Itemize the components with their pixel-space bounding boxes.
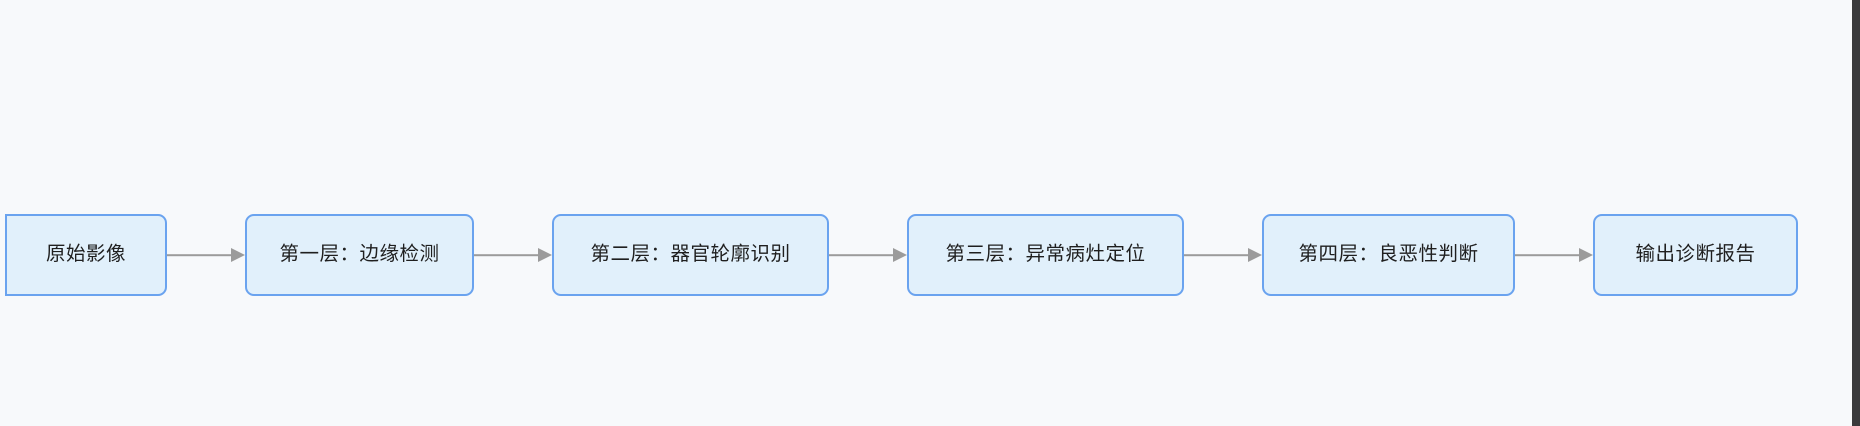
arrow-head-icon (1248, 248, 1262, 262)
flowchart-pipeline: 原始影像 第一层：边缘检测 第二层：器官轮廓识别 第三层：异常病灶定位 (0, 213, 1852, 297)
flow-node-layer2-organ-contour[interactable]: 第二层：器官轮廓识别 (552, 214, 829, 296)
arrow-shaft-icon (1184, 254, 1249, 256)
arrow-shaft-icon (829, 254, 894, 256)
flow-node-layer1-edge-detection[interactable]: 第一层：边缘检测 (245, 214, 474, 296)
arrow-shaft-icon (1515, 254, 1580, 256)
arrow-head-icon (538, 248, 552, 262)
flow-node-label: 第三层：异常病灶定位 (945, 243, 1146, 266)
flow-arrow-4 (1184, 248, 1262, 262)
arrow-shaft-icon (474, 254, 539, 256)
arrow-head-icon (1579, 248, 1593, 262)
right-panel-edge-bar (1852, 0, 1860, 426)
flow-node-original-image[interactable]: 原始影像 (5, 214, 167, 296)
flow-arrow-3 (829, 248, 907, 262)
arrow-shaft-icon (167, 254, 232, 256)
arrow-head-icon (231, 248, 245, 262)
flow-node-label: 原始影像 (45, 243, 126, 266)
flow-node-layer4-malignancy-judgement[interactable]: 第四层：良恶性判断 (1262, 214, 1515, 296)
arrow-head-icon (893, 248, 907, 262)
flow-node-output-diagnostic-report[interactable]: 输出诊断报告 (1593, 214, 1798, 296)
flow-node-label: 第一层：边缘检测 (279, 243, 440, 266)
flow-node-label: 第二层：器官轮廓识别 (590, 243, 791, 266)
flow-arrow-2 (474, 248, 552, 262)
flow-node-label: 输出诊断报告 (1635, 243, 1756, 266)
flow-node-layer3-lesion-localization[interactable]: 第三层：异常病灶定位 (907, 214, 1184, 296)
flow-node-label: 第四层：良恶性判断 (1298, 243, 1479, 266)
flow-arrow-5 (1515, 248, 1593, 262)
flow-arrow-1 (167, 248, 245, 262)
